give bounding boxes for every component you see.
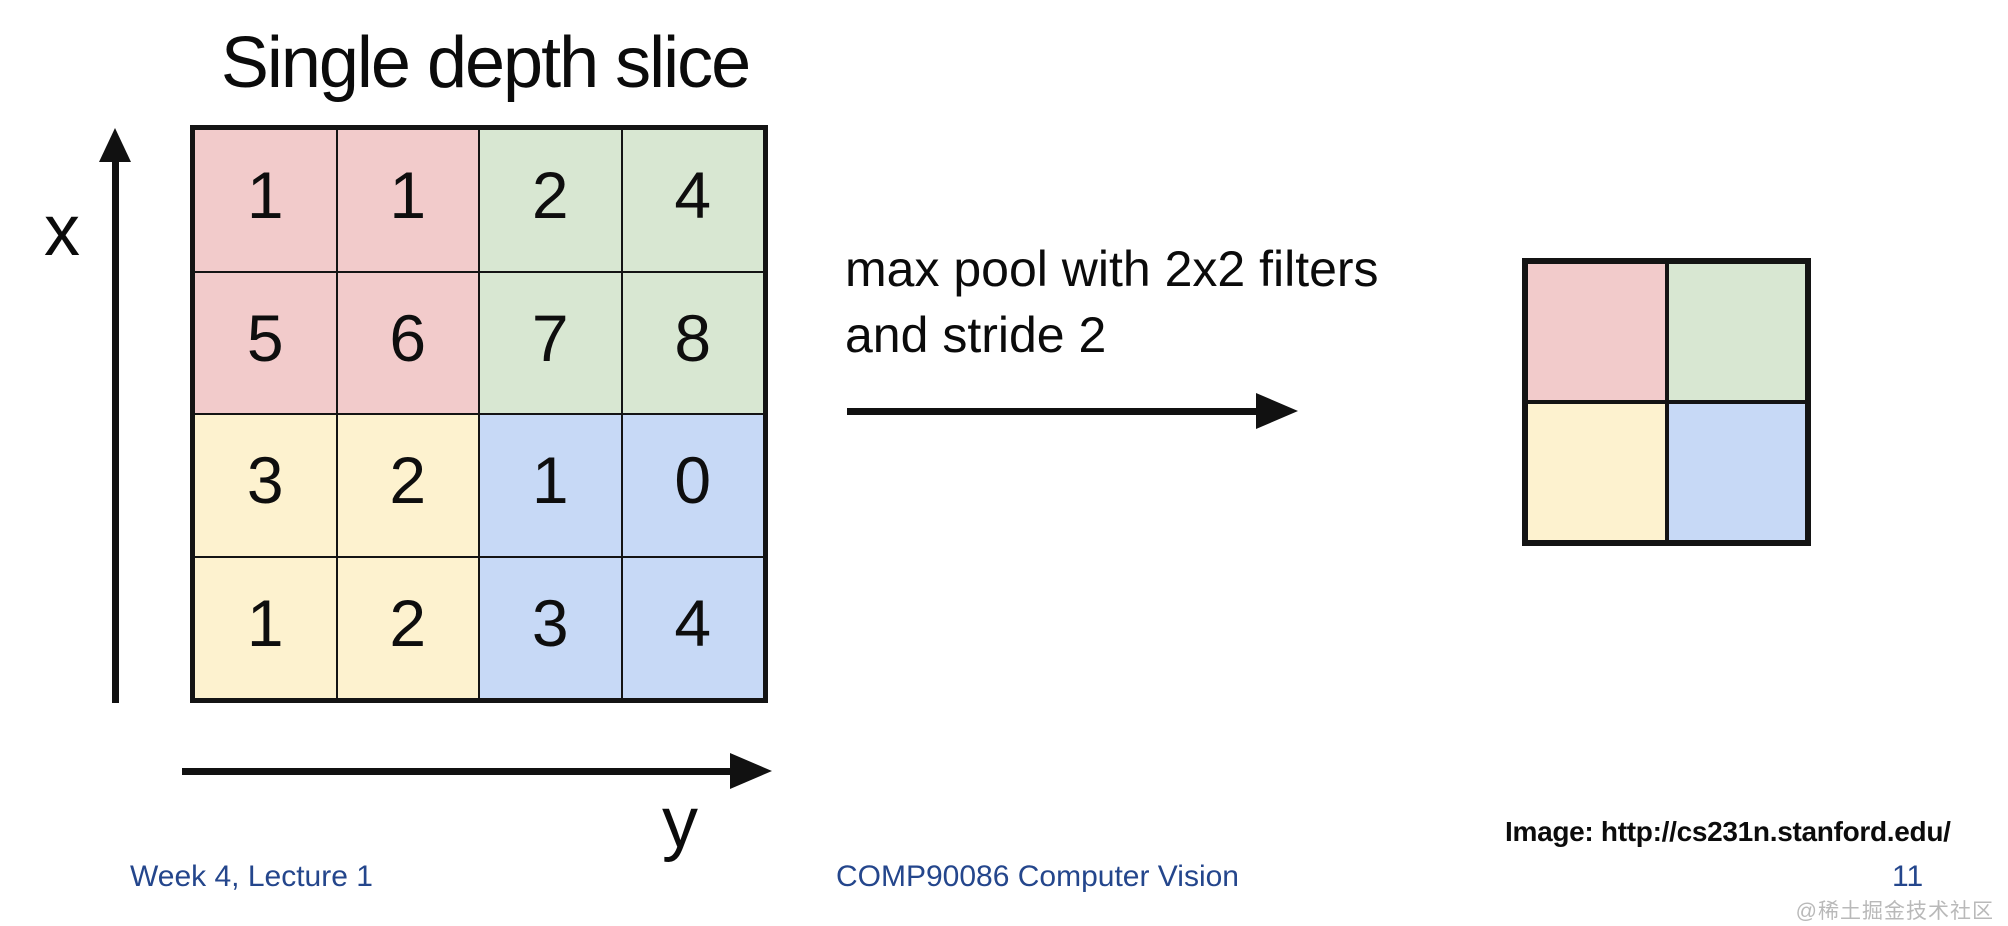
grid-cell: 4	[621, 129, 764, 272]
grid-cell: 3	[194, 414, 337, 557]
grid-cell: 0	[621, 414, 764, 557]
grid-cell: 3	[479, 556, 622, 699]
x-axis-arrowhead-icon	[99, 128, 131, 162]
grid-cell: 2	[479, 129, 622, 272]
grid-cell: 1	[336, 129, 479, 272]
maxpool-description: max pool with 2x2 filters and stride 2	[845, 236, 1379, 368]
grid-cell: 2	[336, 414, 479, 557]
grid-cell	[1666, 402, 1807, 542]
maxpool-description-line1: max pool with 2x2 filters	[845, 241, 1379, 297]
grid-cell: 7	[479, 271, 622, 414]
x-axis-label: x	[44, 191, 80, 271]
grid-cell: 1	[194, 556, 337, 699]
grid-cell	[1526, 262, 1667, 402]
maxpool-arrowhead-icon	[1256, 393, 1298, 429]
maxpool-arrow-line	[847, 408, 1259, 415]
grid-cell	[1666, 262, 1807, 402]
image-credit: Image: http://cs231n.stanford.edu/	[1505, 816, 1951, 847]
grid-cell: 1	[194, 129, 337, 272]
grid-cell: 5	[194, 271, 337, 414]
grid-cell: 1	[479, 414, 622, 557]
x-axis-line	[112, 158, 119, 703]
grid-cell: 6	[336, 271, 479, 414]
watermark: @稀土掘金技术社区	[1795, 900, 1994, 923]
y-axis-arrowhead-icon	[730, 753, 772, 789]
output-grid	[1522, 258, 1811, 546]
y-axis-line	[182, 768, 732, 775]
maxpool-description-line2: and stride 2	[845, 307, 1107, 363]
grid-cell	[1526, 402, 1667, 542]
footer-course-name: COMP90086 Computer Vision	[836, 860, 1239, 893]
y-axis-label: y	[662, 783, 698, 863]
footer-week-lecture: Week 4, Lecture 1	[130, 860, 373, 893]
slide-title: Single depth slice	[220, 23, 751, 103]
footer-page-number: 11	[1892, 860, 1924, 893]
grid-cell: 8	[621, 271, 764, 414]
grid-cell: 4	[621, 556, 764, 699]
grid-cell: 2	[336, 556, 479, 699]
